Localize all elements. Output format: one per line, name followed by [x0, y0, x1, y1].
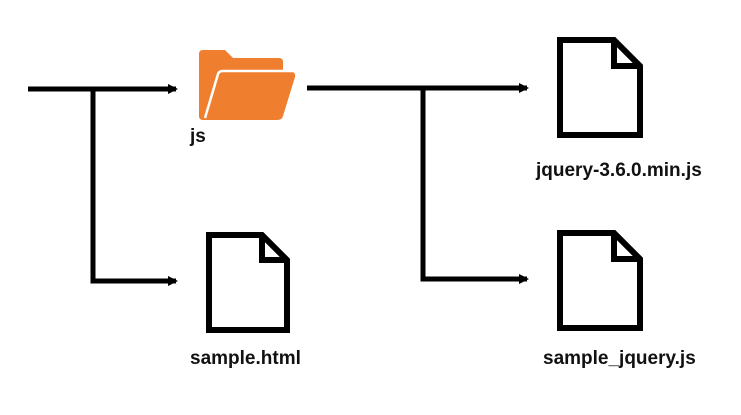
script-file-node[interactable]: sample_jquery.js — [543, 230, 696, 369]
folder-connectors — [307, 83, 529, 284]
folder-to-script-arrow — [420, 88, 529, 284]
root-connectors — [28, 84, 178, 286]
folder-label: js — [189, 126, 206, 147]
folder-node[interactable]: js — [189, 50, 296, 147]
file-icon — [557, 37, 643, 138]
root-to-html-arrow — [90, 89, 178, 286]
html-file-label: sample.html — [190, 348, 301, 369]
file-icon — [206, 232, 290, 333]
script-file-label: sample_jquery.js — [543, 348, 696, 369]
jquery-file-label: jquery-3.6.0.min.js — [535, 160, 702, 181]
html-file-node[interactable]: sample.html — [190, 232, 301, 369]
jquery-file-node[interactable]: jquery-3.6.0.min.js — [535, 37, 702, 181]
folder-icon — [199, 50, 296, 120]
file-icon — [557, 230, 643, 331]
